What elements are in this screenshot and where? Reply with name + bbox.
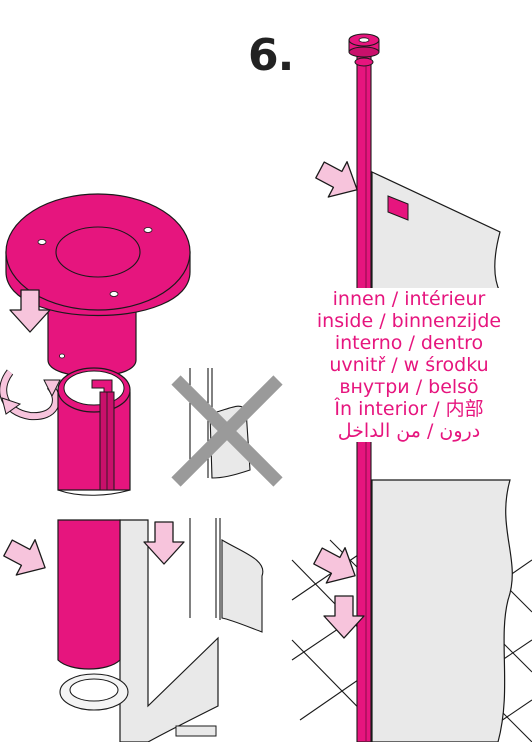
push-arrow-icon [0,530,54,585]
inside-label: interno / dentro [292,332,526,354]
inside-label: innen / intérieur [292,288,526,310]
inside-label: În interior / 内部 [292,398,526,420]
push-arrow-icon [144,522,184,564]
round-base-plate [6,194,190,377]
correct-orientation-detail [190,518,263,632]
pole-foot-with-panel [58,520,218,742]
inside-labels: innen / intérieur inside / binnenzijde i… [292,288,526,442]
pole-channel-detail [58,368,130,495]
rotate-arrow-icon [2,372,60,416]
step-number: 6. [248,34,293,78]
inside-label: inside / binnenzijde [292,310,526,332]
inside-label: uvnitř / w środku [292,354,526,376]
inside-label: درون / من الداخل [292,420,526,442]
inside-label: внутри / belsö [292,376,526,398]
